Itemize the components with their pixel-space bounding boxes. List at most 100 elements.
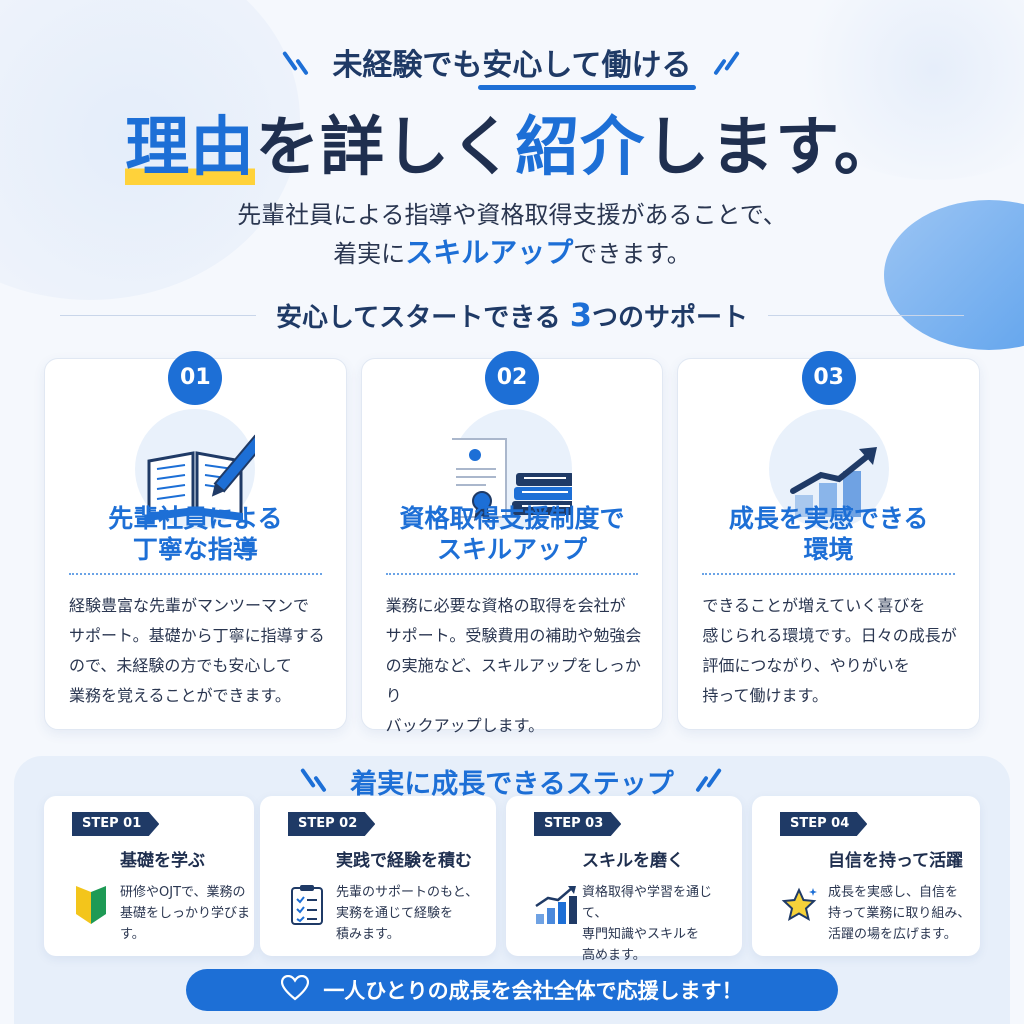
card-body-line: 持って働けます。: [702, 686, 828, 705]
support-title-number: 3: [569, 296, 593, 334]
bar-chart-icon: [534, 884, 577, 926]
steps-title: 着実に成長できるステップ: [0, 762, 1024, 801]
card-body-line: 業務に必要な資格の取得を会社が: [385, 596, 626, 615]
sparkle-icon: [280, 48, 314, 82]
sub-heading: 未経験でも安心して働ける: [0, 40, 1024, 90]
step-1: STEP 01 基礎を学ぶ 研修やOJTで、業務の 基礎をしっかり学びます。: [44, 796, 254, 956]
growth-chart-icon: [768, 409, 889, 529]
divider: [60, 314, 256, 316]
cta-banner: 一人ひとりの成長を会社全体で応援します！: [186, 969, 838, 1011]
step-4: STEP 04 自信を持って活躍 成長を実感し、自信を 持って業務に取り組み、 …: [752, 796, 980, 956]
step-body-line: 実務を通じて経験を: [336, 906, 454, 921]
lead-line: 着実にスキルアップできます。: [0, 234, 1024, 273]
step-tag: STEP 02: [288, 812, 376, 836]
sparkle-icon: [298, 765, 332, 799]
card-body-line: 評価につながり、やりがいを: [702, 656, 910, 675]
step-body: 研修やOJTで、業務の 基礎をしっかり学びます。: [120, 882, 270, 945]
sparkle-icon: [692, 765, 726, 799]
hero-section: 未経験でも安心して働ける 理由を詳しく紹介します。 先輩社員による指導や資格取得…: [0, 0, 1024, 285]
dotted-divider: [702, 573, 956, 575]
main-heading-text: を詳しく: [255, 111, 516, 185]
card-number-badge: 01: [168, 351, 223, 405]
step-body-line: 持って業務に取り組み、: [828, 906, 971, 921]
step-body-line: 成長を実感し、自信を: [828, 885, 959, 900]
step-tag: STEP 01: [72, 812, 160, 836]
divider: [768, 314, 965, 316]
card-title-line: スキルアップ: [437, 535, 588, 564]
certificate-books-icon: [443, 409, 578, 529]
lead-emphasis: スキルアップ: [405, 236, 574, 269]
support-title-part: つのサポート: [592, 303, 749, 333]
step-body-line: 高めます。: [582, 948, 646, 963]
support-section-title: 安心してスタートできる 3つのサポート: [60, 296, 965, 334]
card-title: 資格取得支援制度で スキルアップ: [372, 503, 653, 565]
step-body-line: 積みます。: [336, 927, 400, 942]
card-body-line: の実施など、スキルアップをしっかり: [385, 656, 641, 705]
support-title-text: 安心してスタートできる 3つのサポート: [276, 296, 748, 334]
main-heading-accent: 紹介: [515, 111, 646, 185]
card-body-line: サポート。受験費用の補助や勉強会: [385, 626, 642, 645]
main-heading-text: します。: [645, 111, 899, 185]
support-title-part: 安心してスタートできる: [275, 303, 561, 333]
card-body-line: 業務を覚えることができます。: [69, 686, 291, 705]
card-title-line: 環境: [803, 535, 854, 564]
card-title-line: 成長を実感できる: [728, 504, 929, 533]
step-body: 先輩のサポートのもと、 実務を通じて経験を 積みます。: [336, 882, 486, 945]
sub-heading-text: 未経験でも安心して働ける: [328, 40, 696, 90]
step-body: 成長を実感し、自信を 持って業務に取り組み、 活躍の場を広げます。: [828, 882, 978, 945]
card-body-line: できることが増えていく喜びを: [702, 596, 926, 615]
support-cards: 01 先輩社員による 丁寧な指導 経験豊富な先輩がマンツーマンで サポート。基礎…: [44, 351, 981, 735]
heart-icon: [281, 974, 310, 1006]
card-body-line: 経験豊富な先輩がマンツーマンで: [69, 596, 310, 615]
card-title-line: 資格取得支援制度で: [399, 504, 625, 533]
steps-list: STEP 01 基礎を学ぶ 研修やOJTで、業務の 基礎をしっかり学びます。 S…: [44, 796, 980, 963]
support-card-3: 03 成長を実感できる 環境 できることが増えていく喜びを 感じられる環境です。…: [677, 351, 981, 730]
card-number-badge: 02: [485, 351, 539, 405]
support-card-2: 02 資格取得支援制度で スキルアップ: [360, 351, 664, 735]
card-body: 経験豊富な先輩がマンツーマンで サポート。基礎から丁寧に指導する ので、未経験の…: [69, 591, 328, 711]
step-body-line: 活躍の場を広げます。: [828, 927, 957, 942]
card-body-line: サポート。基礎から丁寧に指導する: [69, 626, 325, 645]
step-title: 自信を持って活躍: [828, 851, 964, 871]
card-title: 成長を実感できる 環境: [688, 503, 969, 565]
card-title: 先輩社員による 丁寧な指導: [55, 503, 336, 565]
card-body: 業務に必要な資格の取得を会社が サポート。受験費用の補助や勉強会 の実施など、ス…: [386, 591, 645, 741]
star-icon: [780, 884, 818, 926]
step-tag: STEP 04: [780, 812, 868, 836]
book-pencil-icon: [135, 409, 266, 529]
step-title: 基礎を学ぶ: [120, 851, 205, 871]
lead-line: 先輩社員による指導や資格取得支援があることで、: [237, 201, 787, 229]
steps-title-text: 着実に成長できるステップ: [350, 769, 674, 800]
card-body-line: バックアップします。: [385, 716, 545, 735]
beginner-mark-icon: [72, 884, 110, 926]
step-title: スキルを磨く: [582, 851, 684, 871]
step-tag: STEP 03: [534, 812, 622, 836]
step-3: STEP 03 スキルを磨く 資格取得や学習を通じて、 専門知識やスキルを 高め…: [506, 796, 742, 963]
dotted-divider: [69, 573, 322, 575]
step-body-line: 専門知識やスキルを: [582, 927, 700, 942]
card-body-line: ので、未経験の方でも安心して: [69, 656, 292, 675]
step-title: 実践で経験を積む: [336, 851, 472, 871]
sparkle-icon: [710, 48, 744, 82]
card-title-line: 先輩社員による: [108, 504, 283, 533]
step-2: STEP 02 実践で経験を積む 先輩のサポートのもと、 実務を通じて経験を 積…: [260, 796, 496, 956]
support-card-1: 01 先輩社員による 丁寧な指導 経験豊富な先輩がマンツーマンで サポート。基礎…: [44, 351, 347, 730]
main-heading: 理由を詳しく紹介します。: [0, 96, 1024, 188]
step-body-line: 資格取得や学習を通じて、: [582, 885, 713, 921]
lead-text-part: できます。: [573, 240, 691, 268]
step-body-line: 先輩のサポートのもと、: [336, 885, 479, 900]
lead-text: 先輩社員による指導や資格取得支援があることで、 着実にスキルアップできます。: [0, 196, 1024, 273]
dotted-divider: [385, 573, 639, 575]
step-body: 資格取得や学習を通じて、 専門知識やスキルを 高めます。: [582, 882, 732, 966]
card-body-line: 感じられる環境です。日々の成長が: [702, 626, 957, 645]
step-body-line: 基礎をしっかり学びます。: [120, 906, 251, 942]
card-title-line: 丁寧な指導: [132, 535, 258, 564]
card-body: できることが増えていく喜びを 感じられる環境です。日々の成長が 評価につながり、…: [702, 591, 961, 711]
cta-text: 一人ひとりの成長を会社全体で応援します！: [323, 979, 743, 1003]
lead-text-part: 着実に: [333, 240, 406, 268]
main-heading-highlight: 理由: [125, 111, 256, 185]
step-body-line: 研修やOJTで、業務の: [120, 885, 246, 900]
checklist-icon: [288, 884, 326, 926]
card-number-badge: 03: [801, 351, 856, 405]
